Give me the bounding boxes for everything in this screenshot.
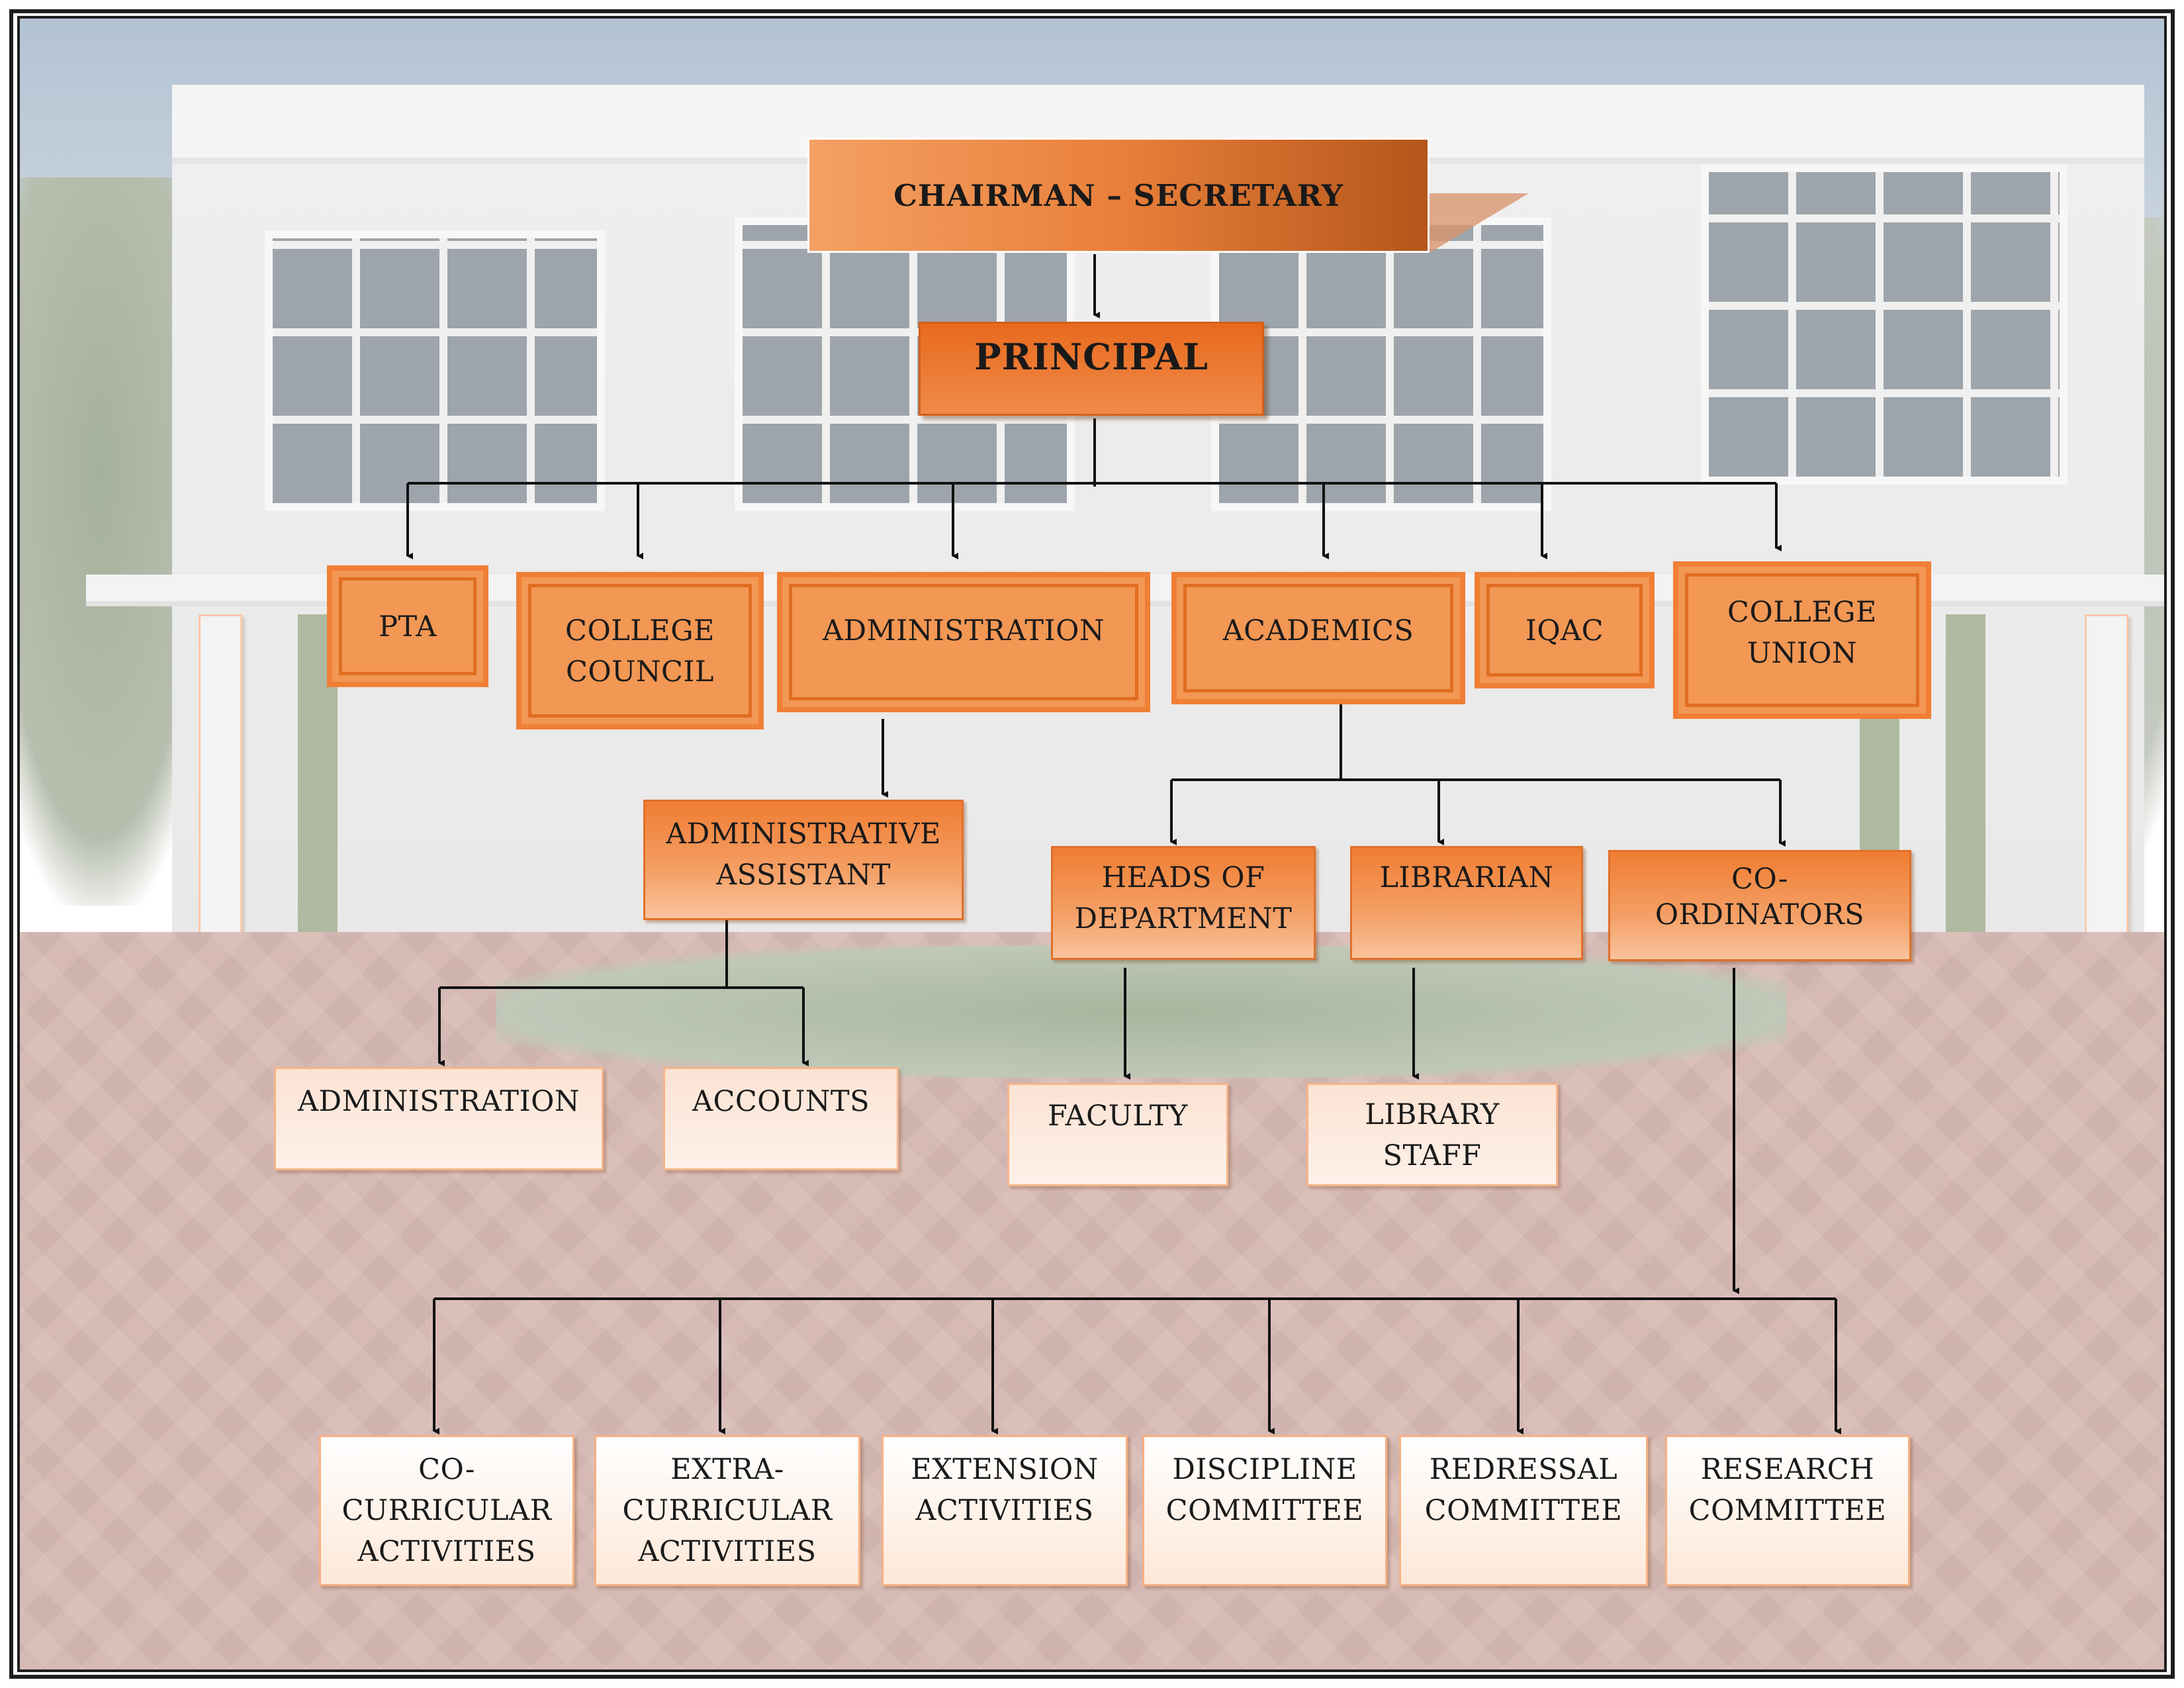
discipline-label-line2: COMMITTEE bbox=[1165, 1494, 1364, 1527]
college-union-label-line1: COLLEGE bbox=[1727, 596, 1877, 629]
redressal-label-line2: COMMITTEE bbox=[1424, 1494, 1623, 1527]
college-union-label-line2: UNION bbox=[1747, 637, 1858, 670]
administrative-assistant-label-line2: ASSISTANT bbox=[716, 859, 891, 892]
administration-box[interactable]: ADMINISTRATION bbox=[777, 572, 1150, 712]
redressal-committee-box[interactable]: REDRESSAL COMMITTEE bbox=[1399, 1435, 1648, 1586]
discipline-label-line1: DISCIPLINE bbox=[1172, 1453, 1357, 1486]
academics-box[interactable]: ACADEMICS bbox=[1171, 572, 1465, 704]
extension-activities-box[interactable]: EXTENSION ACTIVITIES bbox=[882, 1435, 1128, 1586]
accounts-label: ACCOUNTS bbox=[692, 1085, 870, 1118]
pta-box[interactable]: PTA bbox=[327, 565, 488, 687]
academics-label: ACADEMICS bbox=[1222, 614, 1414, 647]
extra-curricular-label-line2: CURRICULAR bbox=[622, 1494, 833, 1527]
hod-label-line2: DEPARTMENT bbox=[1074, 902, 1293, 935]
extension-label-line1: EXTENSION bbox=[911, 1453, 1099, 1486]
librarian-label: LIBRARIAN bbox=[1379, 861, 1554, 894]
redressal-label-line1: REDRESSAL bbox=[1429, 1453, 1618, 1486]
college-council-label-line1: COLLEGE bbox=[565, 614, 715, 647]
extra-curricular-activities-box[interactable]: EXTRA- CURRICULAR ACTIVITIES bbox=[594, 1435, 860, 1586]
administrative-assistant-label-line1: ADMINISTRATIVE bbox=[666, 818, 941, 851]
college-council-box[interactable]: COLLEGE COUNCIL bbox=[516, 572, 764, 729]
chairman-secretary-box[interactable]: CHAIRMAN – SECRETARY bbox=[807, 138, 1430, 253]
admin-staff-label: ADMINISTRATION bbox=[298, 1085, 580, 1118]
extra-curricular-label-line1: EXTRA- bbox=[670, 1453, 784, 1486]
college-union-box[interactable]: COLLEGE UNION bbox=[1673, 561, 1931, 719]
admin-staff-box[interactable]: ADMINISTRATION bbox=[274, 1067, 604, 1170]
iqac-box[interactable]: IQAC bbox=[1475, 572, 1655, 688]
coordinators-box[interactable]: CO- ORDINATORS bbox=[1608, 850, 1911, 961]
discipline-committee-box[interactable]: DISCIPLINE COMMITTEE bbox=[1142, 1435, 1387, 1586]
library-staff-label-line2: STAFF bbox=[1383, 1139, 1482, 1172]
iqac-label: IQAC bbox=[1525, 614, 1604, 647]
outer-frame bbox=[9, 9, 2175, 1679]
co-curricular-label-line3: ACTIVITIES bbox=[357, 1535, 536, 1568]
faculty-label: FACULTY bbox=[1048, 1100, 1188, 1133]
extension-label-line2: ACTIVITIES bbox=[915, 1494, 1094, 1527]
pta-label: PTA bbox=[379, 610, 437, 643]
administrative-assistant-box[interactable]: ADMINISTRATIVE ASSISTANT bbox=[643, 800, 964, 920]
coordinators-label-line2: ORDINATORS bbox=[1655, 898, 1865, 931]
co-curricular-label-line1: CO- bbox=[418, 1453, 475, 1486]
coordinators-label-line1: CO- bbox=[1731, 863, 1788, 896]
heads-of-department-box[interactable]: HEADS OF DEPARTMENT bbox=[1051, 846, 1316, 960]
college-council-label-line2: COUNCIL bbox=[566, 655, 714, 688]
co-curricular-label-line2: CURRICULAR bbox=[341, 1494, 552, 1527]
research-label-line2: COMMITTEE bbox=[1688, 1494, 1887, 1527]
faculty-box[interactable]: FACULTY bbox=[1007, 1083, 1228, 1186]
extra-curricular-label-line3: ACTIVITIES bbox=[638, 1535, 817, 1568]
principal-box[interactable]: PRINCIPAL bbox=[919, 322, 1264, 416]
accounts-box[interactable]: ACCOUNTS bbox=[663, 1067, 899, 1170]
research-label-line1: RESEARCH bbox=[1700, 1453, 1875, 1486]
hod-label-line1: HEADS OF bbox=[1101, 861, 1265, 894]
chairman-corner-decoration bbox=[1430, 193, 1529, 253]
chairman-secretary-label: CHAIRMAN – SECRETARY bbox=[893, 177, 1343, 213]
library-staff-box[interactable]: LIBRARY STAFF bbox=[1306, 1083, 1558, 1186]
research-committee-box[interactable]: RESEARCH COMMITTEE bbox=[1665, 1435, 1910, 1586]
co-curricular-activities-box[interactable]: CO- CURRICULAR ACTIVITIES bbox=[319, 1435, 574, 1586]
principal-label: PRINCIPAL bbox=[974, 336, 1208, 378]
librarian-box[interactable]: LIBRARIAN bbox=[1350, 846, 1583, 960]
library-staff-label-line1: LIBRARY bbox=[1365, 1098, 1500, 1131]
administration-label: ADMINISTRATION bbox=[823, 614, 1105, 647]
